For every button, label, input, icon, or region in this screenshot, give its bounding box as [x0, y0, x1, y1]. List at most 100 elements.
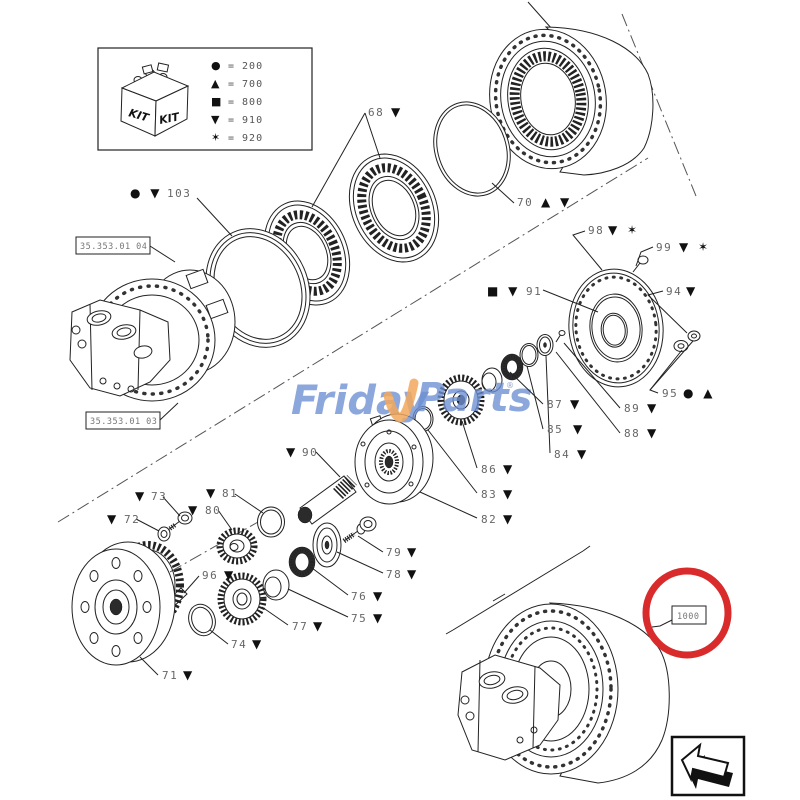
label-91: ■ ▼ 91: [487, 284, 542, 298]
svg-text:91: 91: [526, 285, 542, 298]
legend-value: = 920: [228, 133, 263, 144]
svg-text:▼ ✶: ▼ ✶: [608, 223, 640, 237]
label-87: 87▼: [547, 397, 582, 411]
watermark-brand-second: Parts: [416, 375, 532, 421]
label-71: 71▼: [162, 668, 192, 682]
svg-text:71: 71: [162, 669, 178, 682]
svg-text:▼: ▼: [252, 637, 264, 651]
o-ring-81-drawing: [257, 506, 285, 538]
screw-88-89-drawing: [555, 330, 566, 343]
assembly-view-bottom-right: [445, 545, 670, 784]
svg-text:■ ▼: ■ ▼: [487, 284, 520, 298]
nuts-94-95-drawing: [673, 330, 701, 352]
svg-text:▼: ▼: [503, 487, 515, 501]
svg-text:103: 103: [167, 187, 191, 200]
svg-text:83: 83: [481, 488, 497, 501]
svg-text:▼: ▼: [373, 611, 385, 625]
label-76: 76 ▼: [351, 589, 385, 603]
svg-text:▼: ▼: [206, 486, 218, 500]
label-94: 94▼: [666, 284, 695, 298]
thrust-disc-84-drawing: [536, 334, 554, 356]
label-88: 88▼: [624, 426, 656, 440]
svg-text:98: 98: [588, 224, 604, 237]
legend-symbol: ▲: [211, 77, 220, 90]
svg-text:90: 90: [302, 446, 318, 459]
svg-text:▼: ▼: [391, 105, 403, 119]
planet-gear-80-drawing: [216, 527, 258, 565]
svg-text:▼: ▼: [503, 512, 515, 526]
label-78: 78▼: [386, 567, 416, 581]
svg-text:94: 94: [666, 285, 682, 298]
svg-text:72: 72: [124, 513, 140, 526]
ring-gear-housing-drawing: [489, 1, 654, 176]
svg-text:82: 82: [481, 513, 497, 526]
svg-text:89: 89: [624, 402, 640, 415]
svg-text:▼: ▼: [407, 545, 419, 559]
svg-text:▼: ▼: [373, 589, 385, 603]
legend-value: = 800: [228, 97, 263, 108]
svg-text:▼: ▼: [570, 397, 582, 411]
needle-bearing-76-drawing: [288, 546, 316, 578]
svg-text:▼: ▼: [573, 422, 585, 436]
bolt-99-drawing: [632, 255, 649, 273]
legend-box: KIT KIT ● = 200 ▲ = 700 ■ = 800 ▼ = 910 …: [97, 47, 313, 151]
bolt-79-drawing: [342, 516, 377, 544]
watermark-check-icon: [383, 378, 419, 423]
svg-text:75: 75: [351, 612, 367, 625]
label-72: ▼72: [107, 512, 140, 526]
svg-text:70: 70: [517, 196, 533, 209]
svg-text:78: 78: [386, 568, 402, 581]
planet-carrier-71-drawing: [71, 541, 184, 666]
needle-bearing-87-drawing: [500, 353, 524, 381]
kit-label-left: KIT: [127, 106, 151, 124]
label-85: 85▼: [547, 422, 585, 436]
svg-text:● ▲: ● ▲: [683, 386, 716, 400]
ref-box-lower: 35.353.01 03: [85, 402, 179, 430]
label-73: ▼73: [135, 489, 167, 503]
bushing-drawing: [481, 367, 503, 393]
label-77: 77▼: [292, 619, 325, 633]
label-80: ▼80: [188, 503, 220, 517]
svg-text:74: 74: [231, 638, 247, 651]
legend-symbol: ■: [211, 95, 221, 108]
svg-text:▼: ▼: [503, 462, 515, 476]
svg-text:81: 81: [222, 487, 238, 500]
label-89: 89▼: [624, 401, 656, 415]
ref-box-lower-label: 35.353.01 03: [90, 417, 157, 427]
label-82: 82 ▼: [481, 512, 515, 526]
label-90: ▼90: [286, 445, 318, 459]
svg-text:79: 79: [386, 546, 402, 559]
leader-lines: [135, 112, 694, 676]
label-81: ▼ 81: [206, 486, 238, 500]
highlight-red-circle: [642, 567, 732, 659]
highlight-group: 1000: [642, 567, 732, 659]
svg-text:76: 76: [351, 590, 367, 603]
legend-symbol: ✶: [211, 131, 220, 144]
ring-85-drawing: [519, 343, 539, 367]
label-70: 70▲ ▼: [517, 195, 569, 209]
planet-gear-77-drawing: [217, 572, 267, 626]
legend-value: = 200: [228, 61, 263, 72]
svg-text:99: 99: [656, 241, 672, 254]
svg-text:● ▼: ● ▼: [130, 186, 163, 200]
label-84: 84▼: [554, 447, 586, 461]
svg-text:86: 86: [481, 463, 497, 476]
svg-text:▼: ▼: [224, 568, 236, 582]
svg-text:73: 73: [151, 490, 167, 503]
svg-text:▼: ▼: [313, 619, 325, 633]
label-86: 86 ▼: [481, 462, 515, 476]
sun-shaft-90-drawing: [297, 475, 357, 525]
bearing-68-right-drawing: [348, 153, 440, 263]
legend-symbol: ▼: [211, 113, 220, 126]
svg-text:96: 96: [202, 569, 218, 582]
direction-arrow-icon: [670, 735, 746, 797]
bushing-75-drawing: [262, 569, 290, 601]
assembly-view-left: 35.353.01 04 35.353.01 03: [69, 236, 236, 430]
o-ring-70-drawing: [433, 101, 511, 197]
ref-box-upper-label: 35.353.01 04: [80, 242, 147, 252]
label-95: 95● ▲: [662, 386, 716, 400]
label-103: ● ▼ 103: [130, 186, 191, 200]
legend-rows: ● = 200 ▲ = 700 ■ = 800 ▼ = 910 ✶ = 920: [211, 59, 263, 144]
